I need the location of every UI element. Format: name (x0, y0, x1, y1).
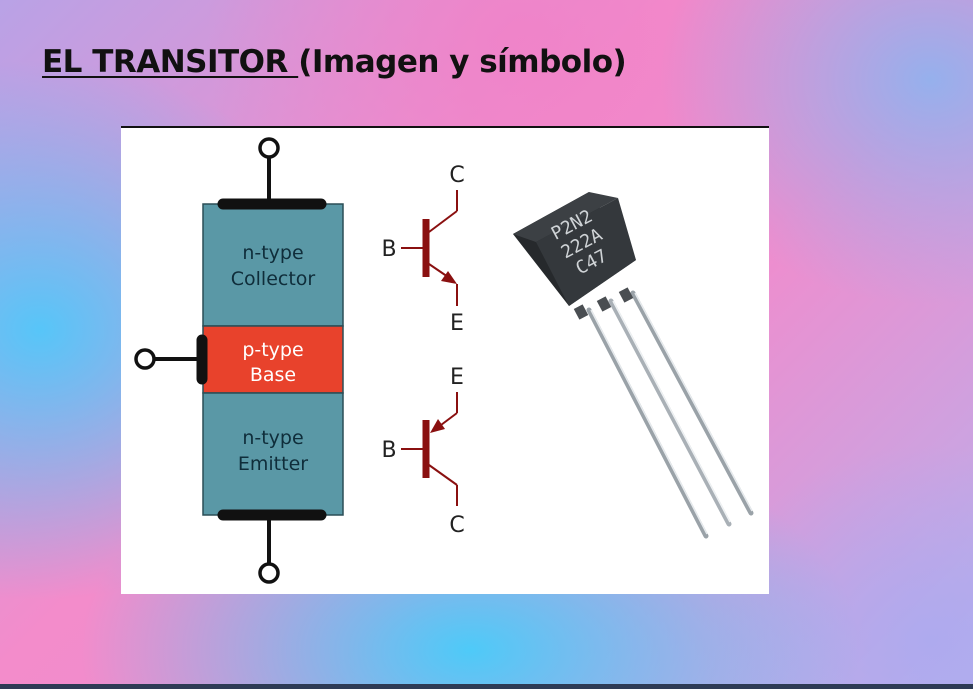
transistor-figure: n-type Collector p-type Base n-type Emit… (121, 126, 769, 594)
emitter-type-label: n-type (242, 427, 303, 449)
npn-base-label: B (381, 237, 396, 262)
package-top (513, 192, 618, 242)
lead-base-2 (596, 296, 612, 312)
pnp-emitter-label: E (450, 365, 464, 390)
base-layer (202, 325, 344, 394)
bottom-bar (0, 684, 973, 689)
lead-base-3 (618, 287, 634, 303)
npn-emitter-label: E (450, 311, 464, 336)
collector-layer (202, 203, 344, 327)
figure-svg: n-type Collector p-type Base n-type Emit… (134, 137, 754, 584)
npn-collector-label: C (449, 163, 464, 188)
package-face (536, 198, 636, 306)
npn-collector-line (428, 210, 458, 233)
pnp-arrow-icon (430, 419, 445, 433)
base-name-label: Base (250, 364, 296, 386)
base-type-label: p-type (242, 339, 303, 361)
collector-name-label: Collector (231, 268, 316, 290)
pnp-base-label: B (381, 438, 396, 463)
lead-base-1 (573, 304, 589, 320)
base-terminal (134, 348, 156, 370)
npn-arrow-icon (441, 271, 457, 284)
npn-symbol: C B E (381, 163, 464, 336)
title-underlined: EL TRANSITOR (42, 44, 299, 80)
transistor-photo: P2N2 222A C47 (513, 192, 754, 539)
title-subtitle: (Imagen y símbolo) (298, 44, 627, 80)
collector-type-label: n-type (242, 242, 303, 264)
transistor-leads (586, 290, 754, 539)
collector-terminal (258, 137, 280, 159)
emitter-terminal (258, 562, 280, 584)
slide-title: EL TRANSITOR (Imagen y símbolo) (42, 44, 627, 80)
emitter-name-label: Emitter (238, 453, 308, 475)
npn-structure-diagram: n-type Collector p-type Base n-type Emit… (134, 137, 344, 584)
pnp-symbol: E B C (381, 365, 464, 538)
pnp-emitter-line (440, 412, 458, 426)
pnp-collector-label: C (449, 513, 464, 538)
pnp-collector-line (428, 464, 458, 486)
